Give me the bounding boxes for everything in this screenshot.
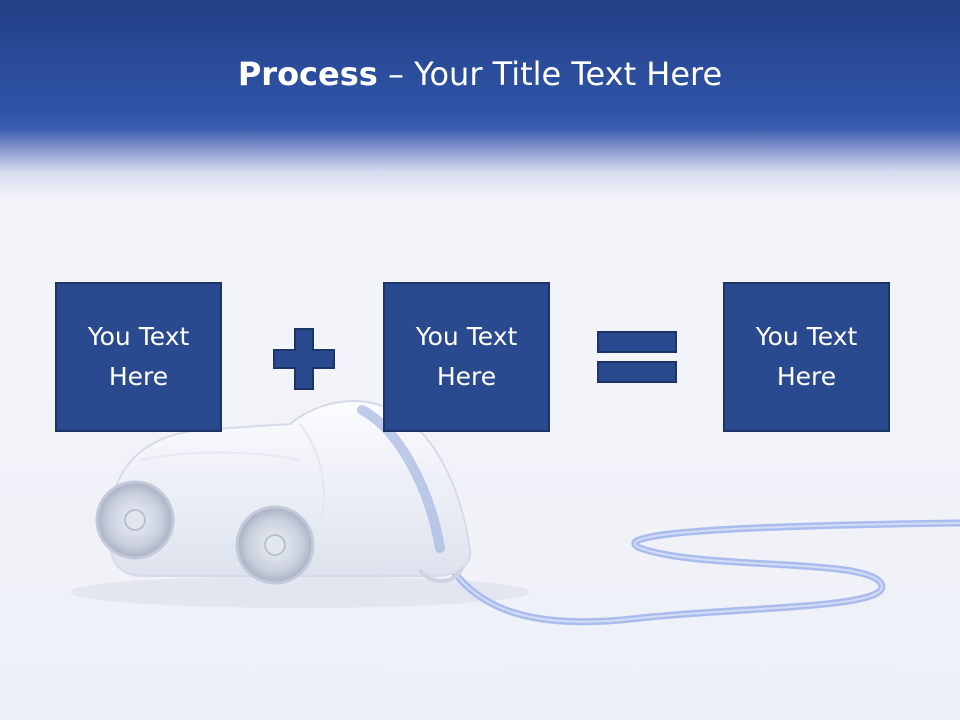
- mouse-cable-highlight: [439, 522, 960, 623]
- plus-icon: [273, 328, 335, 390]
- front-hub: [264, 534, 286, 556]
- title-rest: Your Title Text Here: [414, 55, 723, 93]
- process-box-1-line1: You Text: [87, 322, 190, 351]
- rear-hub: [124, 509, 146, 531]
- process-box-3: You Text Here: [723, 282, 890, 432]
- mouse-car-illustration: [70, 400, 960, 626]
- title-separator: –: [377, 55, 415, 93]
- mouse-button-line: [299, 423, 325, 521]
- equals-icon: [597, 331, 677, 383]
- car-body: [107, 400, 472, 578]
- mouse-cable: [436, 519, 960, 626]
- car-hood-line: [139, 451, 301, 461]
- title-bold: Process: [237, 55, 378, 93]
- process-box-3-line2: Here: [776, 362, 837, 391]
- process-box-3-line1: You Text: [755, 322, 858, 351]
- process-box-2: You Text Here: [383, 282, 550, 432]
- far-wheel: [418, 567, 464, 583]
- process-box-2-line2: Here: [436, 362, 497, 391]
- slide-title: Process – Your Title Text Here: [0, 52, 960, 96]
- mouse-button-split: [357, 405, 445, 553]
- car-shadow: [70, 576, 530, 608]
- process-box-1-line2: Here: [108, 362, 169, 391]
- process-box-1: You Text Here: [55, 282, 222, 432]
- header-band: [0, 0, 960, 200]
- process-box-2-line1: You Text: [415, 322, 518, 351]
